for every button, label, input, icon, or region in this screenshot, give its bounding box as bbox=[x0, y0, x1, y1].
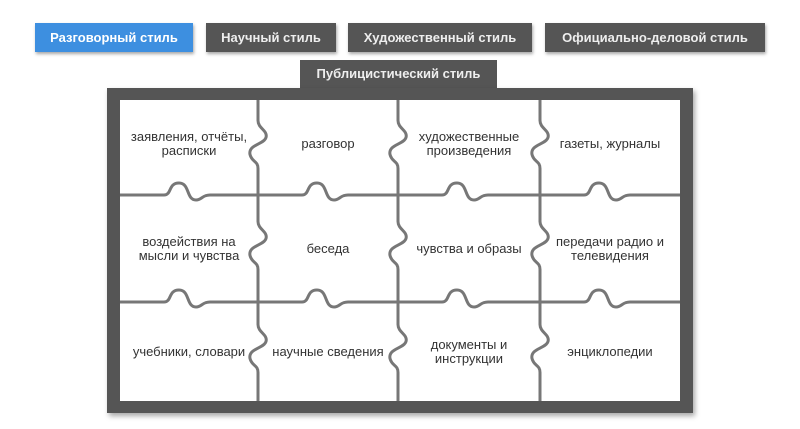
tab-oficialno-delovoy[interactable]: Официально-деловой стиль bbox=[545, 23, 765, 52]
puzzle-piece[interactable]: газеты, журналы bbox=[559, 135, 661, 151]
puzzle-board: заявления, отчёты, расписки разговор худож… bbox=[120, 100, 680, 401]
puzzle-seam bbox=[120, 181, 680, 202]
tab-hudozhestvenny[interactable]: Художественный стиль bbox=[348, 23, 532, 52]
puzzle-seam bbox=[120, 288, 680, 309]
puzzle-piece[interactable]: документы и инструкции bbox=[430, 336, 508, 366]
tab-nauchny[interactable]: Научный стиль bbox=[206, 23, 336, 52]
puzzle-piece[interactable]: энциклопедии bbox=[567, 343, 653, 359]
tab-publicistichesky[interactable]: Публицистический стиль bbox=[300, 60, 497, 88]
tab-razgovorny[interactable]: Разговорный стиль bbox=[35, 23, 193, 52]
puzzle-piece[interactable]: передачи радио и телевидения bbox=[555, 233, 665, 263]
puzzle-piece[interactable]: художественные произведения bbox=[418, 128, 520, 158]
puzzle-piece[interactable]: научные сведения bbox=[272, 343, 384, 359]
puzzle-seam bbox=[388, 100, 408, 401]
puzzle-piece[interactable]: разговор bbox=[301, 135, 355, 151]
puzzle-lines bbox=[120, 100, 680, 401]
puzzle-piece[interactable]: беседа bbox=[306, 240, 350, 256]
puzzle-seam bbox=[530, 100, 550, 401]
puzzle-seam bbox=[248, 100, 268, 401]
puzzle-piece[interactable]: учебники, словари bbox=[132, 343, 246, 359]
puzzle-frame: заявления, отчёты, расписки разговор худож… bbox=[107, 88, 693, 413]
puzzle-piece[interactable]: заявления, отчёты, расписки bbox=[130, 128, 248, 158]
puzzle-piece[interactable]: чувства и образы bbox=[416, 240, 522, 256]
puzzle-piece[interactable]: воздействия на мысли и чувства bbox=[138, 233, 240, 263]
